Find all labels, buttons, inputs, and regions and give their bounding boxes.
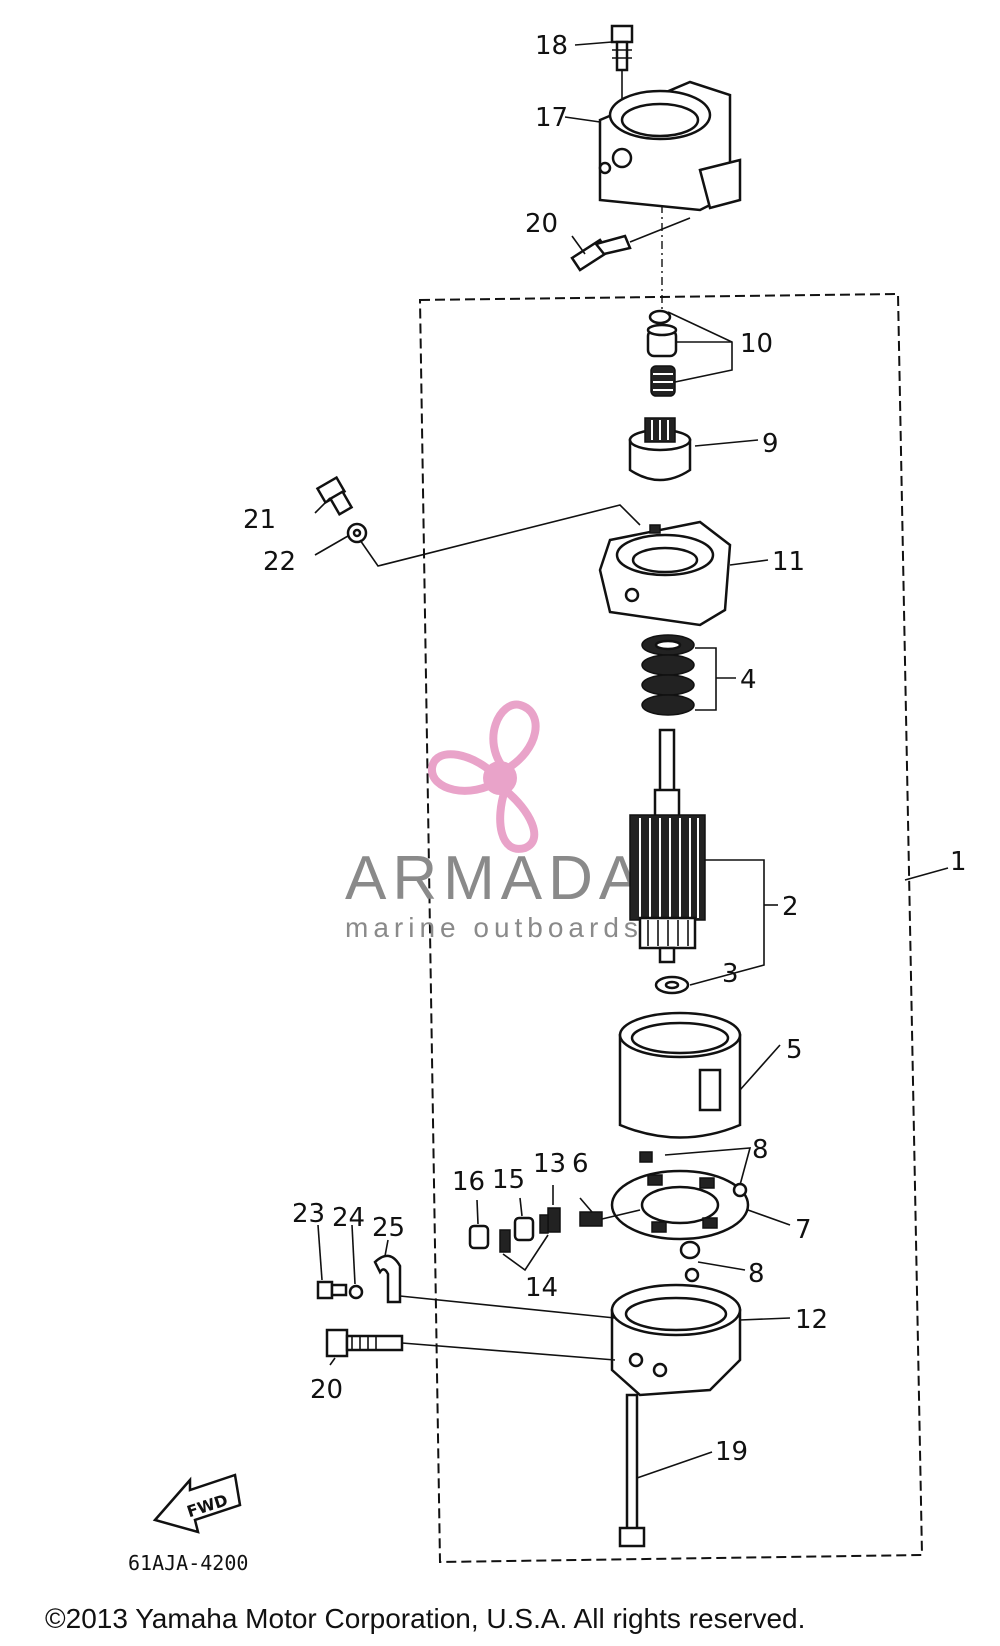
callout-18: 17 [535, 103, 568, 133]
copyright-text: ©2013 Yamaha Motor Corporation, U.S.A. A… [45, 1603, 805, 1634]
part-13-through-bolt [618, 1393, 646, 1548]
callout-leaders [314, 41, 949, 1479]
callout-19: 18 [535, 31, 568, 61]
leader-23-25-to-9 [399, 1295, 616, 1319]
propeller-logo [428, 700, 540, 853]
callout-8-lower: 8 [748, 1259, 765, 1289]
callout-6: 6 [572, 1149, 589, 1179]
leader-21-22-to-12 [359, 504, 641, 567]
part-8-nut-lower [679, 1240, 701, 1283]
callout-22: 22 [263, 547, 296, 577]
callout-1: 1 [950, 847, 967, 877]
part-5-yoke [618, 1011, 742, 1139]
callout-15: 14 [525, 1273, 558, 1303]
callout-25: 25 [372, 1213, 405, 1243]
callout-2: 2 [782, 892, 799, 922]
callout-9: 12 [795, 1305, 828, 1335]
part-18-bracket [598, 80, 742, 212]
callout-23: 23 [292, 1199, 325, 1229]
part-11-set [646, 309, 678, 397]
part-10-pinion [628, 417, 692, 482]
diagram-code: 61AJA-4200 [128, 1551, 248, 1575]
callout-13: 19 [715, 1437, 748, 1467]
part-22-washer [346, 522, 368, 544]
watermark-brand: ARMADA [345, 844, 646, 913]
part-20-lower-bolt [325, 1328, 404, 1358]
callout-4: 4 [740, 665, 757, 695]
part-9-rear-housing [610, 1283, 742, 1397]
callout-20-lower: 20 [310, 1375, 343, 1405]
assembly-boundary [418, 292, 924, 1564]
part-17-cap [468, 1224, 490, 1250]
part-3-washer [654, 975, 690, 995]
callout-8-upper: 8 [752, 1135, 769, 1165]
callout-10: 9 [762, 429, 779, 459]
callout-24: 24 [332, 1203, 365, 1233]
callout-14: 13 [533, 1149, 566, 1179]
part-2-armature [629, 728, 706, 964]
callout-11: 10 [740, 329, 773, 359]
armada-watermark: ARMADA marine outboards [345, 700, 646, 943]
part-15-springs [499, 1214, 549, 1253]
part-7-brush-holder [610, 1169, 750, 1241]
part-24-washer [348, 1284, 364, 1300]
callout-21: 21 [243, 505, 276, 535]
part-20-upper-bolt [570, 217, 691, 272]
leader-20-to-9 [401, 1342, 616, 1361]
callout-labels: 18 17 20 10 9 21 22 11 4 1 2 3 5 8 6 13 … [243, 31, 967, 1467]
callout-7: 7 [795, 1215, 812, 1245]
watermark-tagline: marine outboards [345, 912, 643, 943]
part-25-clip [373, 1254, 402, 1304]
part-4-springs [641, 634, 695, 716]
callout-5: 5 [786, 1035, 803, 1065]
part-14-spring [547, 1207, 561, 1233]
callout-12: 11 [772, 547, 805, 577]
part-16-cap [513, 1216, 535, 1242]
part-12-front-housing [598, 520, 732, 627]
fwd-arrow-icon: FWD [152, 1473, 242, 1534]
callout-16: 15 [492, 1165, 525, 1195]
part-23-screw [316, 1280, 348, 1300]
callout-17: 16 [452, 1167, 485, 1197]
callout-3: 3 [722, 959, 739, 989]
callout-20-upper: 20 [525, 209, 558, 239]
part-21-screw [315, 475, 354, 517]
